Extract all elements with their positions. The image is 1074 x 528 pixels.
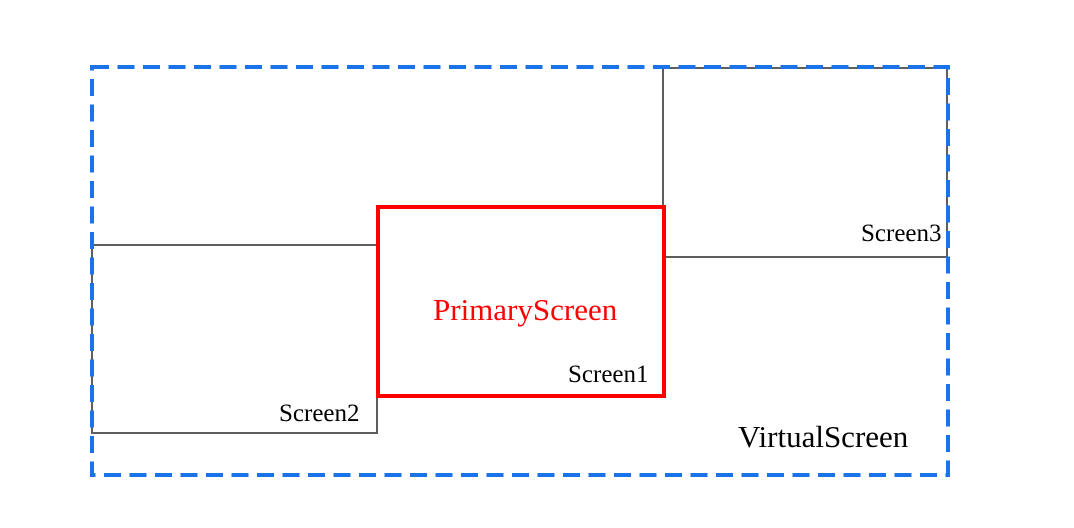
screen2-label: Screen2 xyxy=(279,400,360,427)
virtual-screen-label: VirtualScreen xyxy=(738,419,909,454)
primary-screen-label: PrimaryScreen xyxy=(433,292,618,327)
screen3-label: Screen3 xyxy=(861,220,942,247)
screen1-label: Screen1 xyxy=(568,361,649,388)
